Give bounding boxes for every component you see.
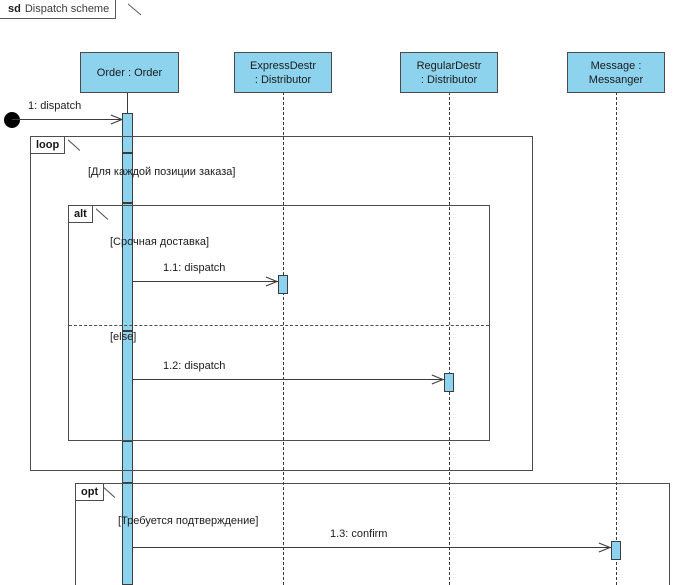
fragment-alt[interactable] — [68, 205, 490, 441]
fragment-opt-tag-notch-icon — [103, 484, 116, 502]
lifeline-head-express[interactable]: ExpressDestr : Distributor — [234, 52, 332, 93]
lifeline-stem-express — [283, 92, 284, 585]
diagram-title: Dispatch scheme — [24, 3, 110, 15]
lifeline-head-messenger[interactable]: Message : Messanger — [567, 52, 665, 93]
lifeline-head-order-line1: Order : Order — [96, 66, 163, 79]
message-label-1-2: 1.2: dispatch — [163, 360, 226, 372]
activation-bar-express — [278, 275, 288, 294]
fragment-alt-operator: alt — [69, 206, 93, 223]
arrowhead-icon-message-1-3 — [598, 541, 610, 553]
fragment-loop[interactable] — [30, 136, 533, 471]
fragment-alt-guard: [Срочная доставка] — [110, 236, 210, 248]
fragment-opt[interactable] — [75, 483, 670, 585]
activation-bar-order-5 — [122, 441, 133, 483]
message-line-1-3[interactable] — [133, 547, 612, 548]
activation-bar-messenger — [611, 541, 621, 560]
arrowhead-icon-message-1-1 — [265, 275, 277, 287]
fragment-loop-operator: loop — [31, 137, 66, 154]
lifeline-head-messenger-line1: Message : — [590, 59, 642, 72]
message-label-1: 1: dispatch — [28, 100, 82, 112]
activation-bar-regular — [444, 373, 454, 392]
lifeline-head-regular-line2: : Distributor — [420, 73, 478, 86]
lifeline-stem-order-upper — [127, 92, 128, 115]
arrowhead-icon-message-1-2 — [431, 373, 443, 385]
fragment-opt-guard: [Требуется подтверждение] — [118, 515, 259, 527]
fragment-loop-tag-notch-icon — [68, 137, 81, 155]
message-line-1-1[interactable] — [133, 281, 279, 282]
found-message-start-dot — [4, 112, 20, 128]
lifeline-head-regular-line1: RegularDestr — [416, 59, 482, 72]
fragment-loop-guard: [Для каждой позиции заказа] — [88, 166, 236, 178]
lifeline-stem-regular — [449, 92, 450, 585]
message-label-1-3: 1.3: confirm — [330, 528, 388, 540]
arrowhead-icon-message-1 — [110, 113, 122, 125]
message-line-1-2[interactable] — [133, 379, 445, 380]
activation-bar-order-3 — [122, 203, 133, 331]
lifeline-head-messenger-line2: Messanger — [588, 73, 644, 86]
message-label-1-1: 1.1: dispatch — [163, 262, 226, 274]
lifeline-head-order[interactable]: Order : Order — [80, 52, 179, 93]
lifeline-head-express-line1: ExpressDestr — [249, 59, 317, 72]
activation-bar-order-2 — [122, 153, 133, 203]
diagram-frame-label: sd Dispatch scheme — [0, 0, 117, 19]
frame-label-notch-icon — [128, 0, 142, 20]
message-line-1[interactable] — [12, 119, 124, 120]
fragment-alt-tag-notch-icon — [96, 206, 109, 224]
lifeline-head-express-line2: : Distributor — [254, 73, 312, 86]
activation-bar-order-1 — [122, 113, 133, 153]
lifeline-head-regular[interactable]: RegularDestr : Distributor — [400, 52, 498, 93]
lifeline-stem-messenger — [616, 92, 617, 585]
diagram-kind-keyword: sd — [8, 3, 21, 15]
fragment-alt-else-guard: [else] — [110, 331, 137, 343]
fragment-opt-operator: opt — [76, 484, 105, 501]
fragment-alt-divider — [69, 325, 489, 326]
